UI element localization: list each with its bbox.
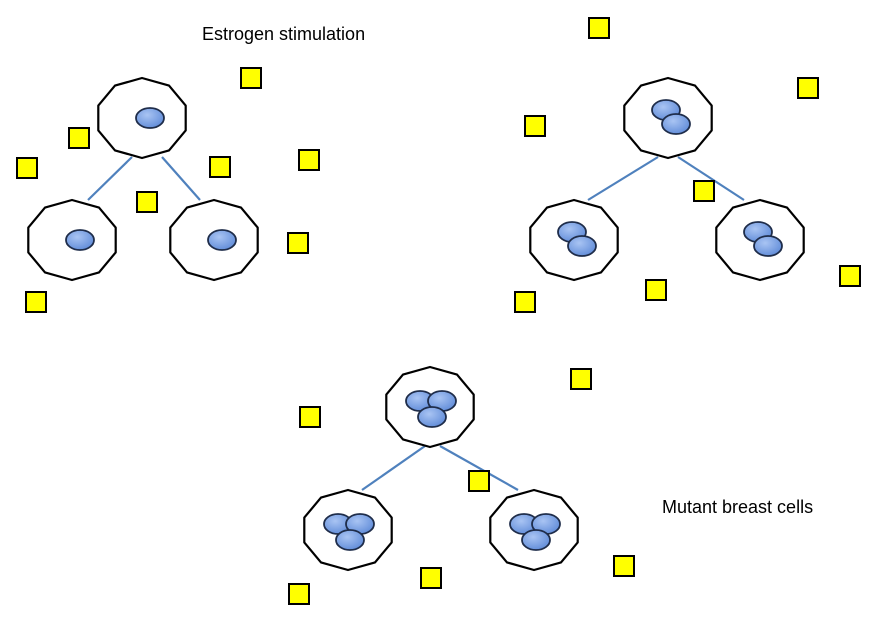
estrogen-marker — [136, 191, 158, 213]
parent-cell — [623, 76, 713, 160]
estrogen-marker — [16, 157, 38, 179]
estrogen-marker — [68, 127, 90, 149]
daughter-cell — [27, 198, 117, 282]
division-connector-line — [87, 156, 133, 201]
estrogen-marker — [287, 232, 309, 254]
nucleus — [335, 529, 365, 551]
division-connector-line — [587, 156, 659, 201]
nucleus — [661, 113, 691, 135]
nucleus — [753, 235, 783, 257]
estrogen-marker — [209, 156, 231, 178]
estrogen-marker — [288, 583, 310, 605]
nucleus — [417, 406, 447, 428]
estrogen-marker — [570, 368, 592, 390]
division-connector-line — [361, 445, 426, 491]
estrogen-marker — [797, 77, 819, 99]
daughter-cell — [715, 198, 805, 282]
division-connector-line — [161, 156, 201, 201]
parent-cell — [385, 365, 475, 449]
estrogen-marker — [693, 180, 715, 202]
nucleus — [65, 229, 95, 251]
nucleus — [207, 229, 237, 251]
estrogen-marker — [613, 555, 635, 577]
estrogen-markers — [16, 17, 861, 605]
estrogen-marker — [299, 406, 321, 428]
daughter-cell — [303, 488, 393, 572]
estrogen-marker — [468, 470, 490, 492]
nucleus — [567, 235, 597, 257]
estrogen-marker — [514, 291, 536, 313]
estrogen-marker — [588, 17, 610, 39]
estrogen-stimulation-label: Estrogen stimulation — [202, 24, 366, 44]
estrogen-marker — [524, 115, 546, 137]
estrogen-marker — [240, 67, 262, 89]
nucleus — [135, 107, 165, 129]
division-connector-line — [439, 445, 519, 491]
division-connector-line — [677, 156, 745, 201]
daughter-cell — [529, 198, 619, 282]
estrogen-marker — [298, 149, 320, 171]
cells — [27, 76, 805, 572]
estrogen-marker — [645, 279, 667, 301]
daughter-cell — [169, 198, 259, 282]
estrogen-marker — [25, 291, 47, 313]
nucleus — [521, 529, 551, 551]
parent-cell — [97, 76, 187, 160]
mutant-breast-cells-label: Mutant breast cells — [662, 497, 814, 517]
daughter-cell — [489, 488, 579, 572]
estrogen-marker — [839, 265, 861, 287]
connector-lines — [87, 156, 745, 491]
estrogen-marker — [420, 567, 442, 589]
